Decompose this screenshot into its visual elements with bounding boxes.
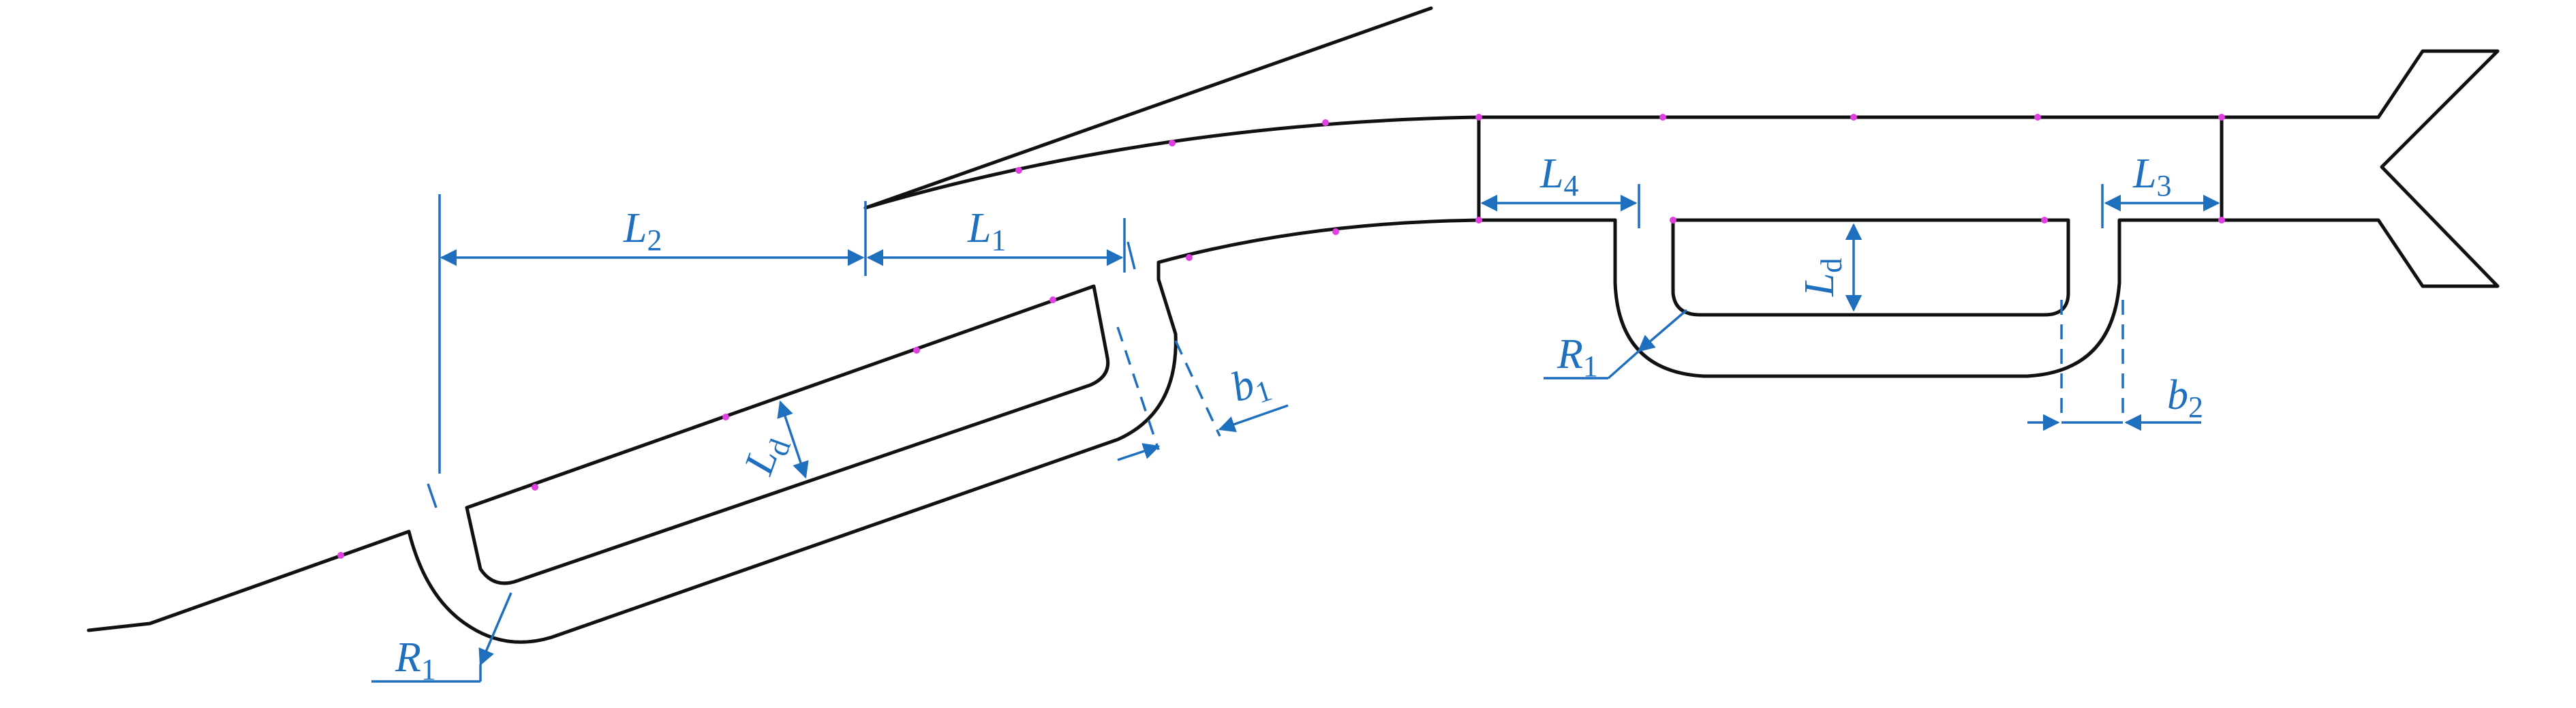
dim-R1-left-leader	[478, 592, 512, 666]
dim-R1-right-leader	[1638, 309, 1688, 352]
label-L4: L4	[1539, 151, 1578, 202]
node-dot	[1015, 167, 1022, 174]
node-dot	[2218, 217, 2225, 224]
node-dot	[1322, 119, 1329, 126]
node-dot	[1186, 254, 1193, 261]
upper-curved-surface	[863, 115, 2380, 210]
node-dot	[532, 484, 538, 491]
label-b1: b1	[1225, 356, 1276, 416]
b1-dashed-line-a	[1116, 326, 1160, 450]
node-dot	[2218, 114, 2225, 121]
upper-wedge-line	[863, 6, 1433, 210]
left-surface-line	[87, 529, 411, 632]
label-L1: L1	[967, 205, 1006, 257]
left-dimensions: L2 L1 Ld b1 R1	[371, 194, 1289, 686]
node-dot	[2041, 217, 2048, 224]
node-dot	[2034, 114, 2041, 121]
node-dot	[1850, 114, 1857, 121]
node-dot	[337, 552, 344, 559]
right-dimensions: L4 L3 Ld R1 b2	[1480, 151, 2220, 431]
dim-Ld-left-line	[777, 400, 809, 479]
node-dot	[1659, 114, 1666, 121]
label-Ld-left: Ld	[735, 428, 797, 482]
mesh-nodes	[337, 114, 2225, 559]
dim-b1-line-2	[1218, 404, 1289, 433]
extension-tick	[1126, 241, 1136, 270]
right-groove-island	[1671, 218, 2070, 317]
left-groove-outline	[407, 277, 1178, 644]
label-R1-right: R1	[1557, 331, 1598, 383]
part-outline	[87, 6, 2500, 644]
label-R1-left: R1	[395, 634, 436, 686]
b1-dashed-line-b	[1174, 340, 1221, 437]
right-groove-outline	[1613, 218, 2224, 378]
node-dot	[1169, 140, 1176, 147]
node-dot	[913, 347, 920, 354]
label-L2: L2	[623, 205, 662, 257]
node-dot	[722, 414, 729, 420]
label-b2: b2	[2167, 372, 2203, 424]
label-L3: L3	[2132, 151, 2171, 202]
label-Ld-right: Ld	[1796, 258, 1848, 297]
right-fork-outline	[2220, 49, 2500, 288]
node-dot	[1670, 217, 1676, 224]
node-dot	[1475, 114, 1482, 121]
node-dot	[1332, 228, 1339, 235]
node-dot	[1475, 217, 1482, 224]
node-dot	[1049, 296, 1056, 303]
dim-b1-line	[1117, 443, 1161, 461]
dim-R1-right-leader-2	[1607, 350, 1640, 380]
left-groove-island	[465, 284, 1110, 585]
extension-tick	[427, 483, 438, 508]
lower-curved-surface	[1156, 218, 1617, 281]
